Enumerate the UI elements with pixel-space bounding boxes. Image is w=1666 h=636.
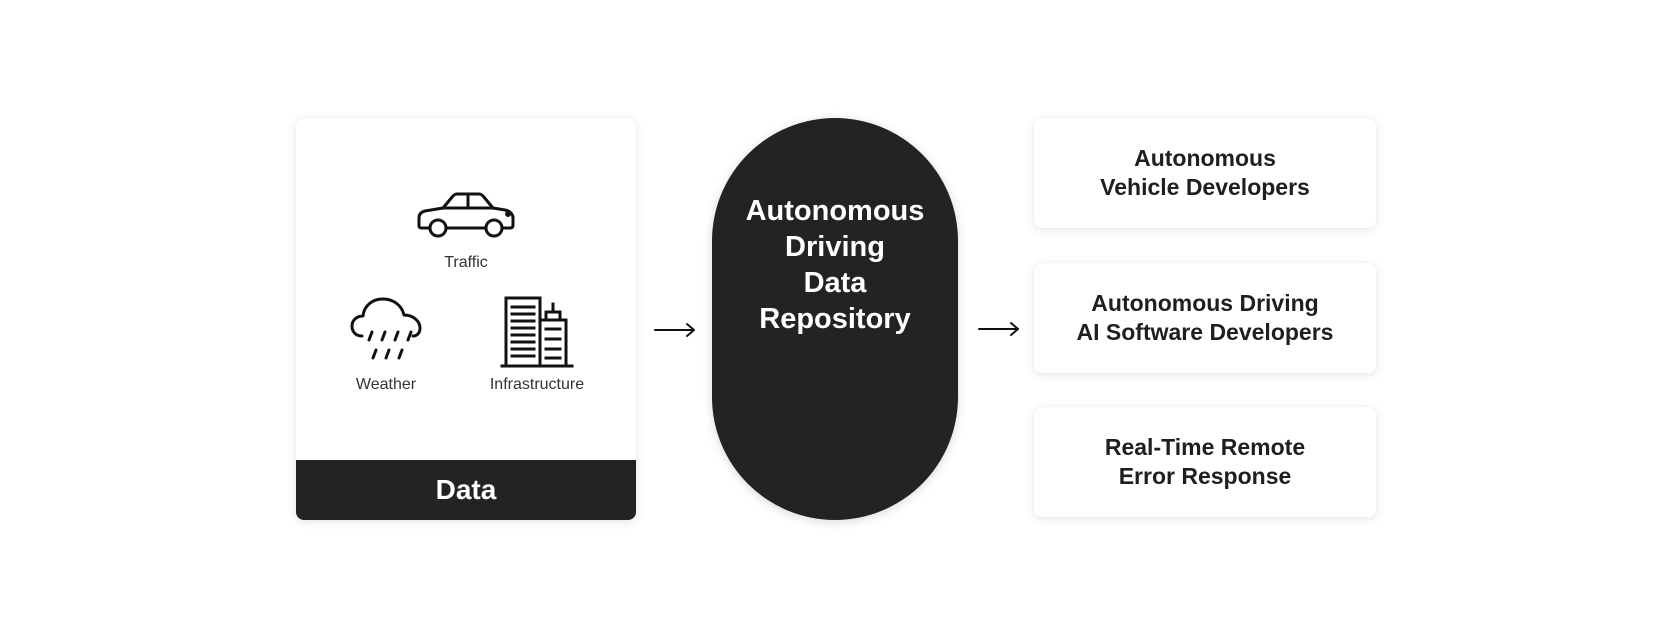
source-label-traffic: Traffic — [444, 254, 488, 271]
repository-title-line: Repository — [759, 303, 911, 335]
source-infrastructure: Infrastructure — [472, 296, 602, 394]
rain-cloud-icon — [350, 297, 422, 360]
repository-title: Autonomous Driving Data Repository — [735, 193, 935, 337]
output-card-ai-software-developers: Autonomous Driving AI Software Developer… — [1034, 263, 1376, 373]
output-card-line: Autonomous Driving — [1091, 290, 1319, 316]
car-icon — [417, 192, 515, 238]
source-weather: Weather — [336, 296, 436, 394]
repository-node: Autonomous Driving Data Repository — [712, 118, 958, 520]
output-card-line: Error Response — [1118, 463, 1292, 489]
repository-title-line: Driving — [785, 231, 885, 263]
output-card-line: Autonomous — [1134, 145, 1276, 171]
output-card-vehicle-developers: Autonomous Vehicle Developers — [1034, 118, 1376, 228]
output-card-line: Real-Time Remote — [1104, 434, 1306, 460]
output-card-line: Vehicle Developers — [1100, 174, 1310, 200]
repository-title-line: Data — [803, 267, 867, 299]
source-label-infrastructure: Infrastructure — [489, 376, 585, 393]
arrow-right-icon — [654, 323, 695, 337]
repository-title-line: Autonomous — [745, 195, 925, 227]
data-card: Traffic Weather — [296, 118, 636, 520]
arrow-right-icon — [978, 322, 1019, 336]
output-card-error-response: Real-Time Remote Error Response — [1034, 407, 1376, 517]
buildings-icon — [500, 296, 574, 368]
source-label-weather: Weather — [355, 376, 417, 393]
data-footer: Data — [296, 460, 636, 520]
output-card-line: AI Software Developers — [1076, 319, 1334, 345]
source-traffic: Traffic — [406, 190, 526, 272]
